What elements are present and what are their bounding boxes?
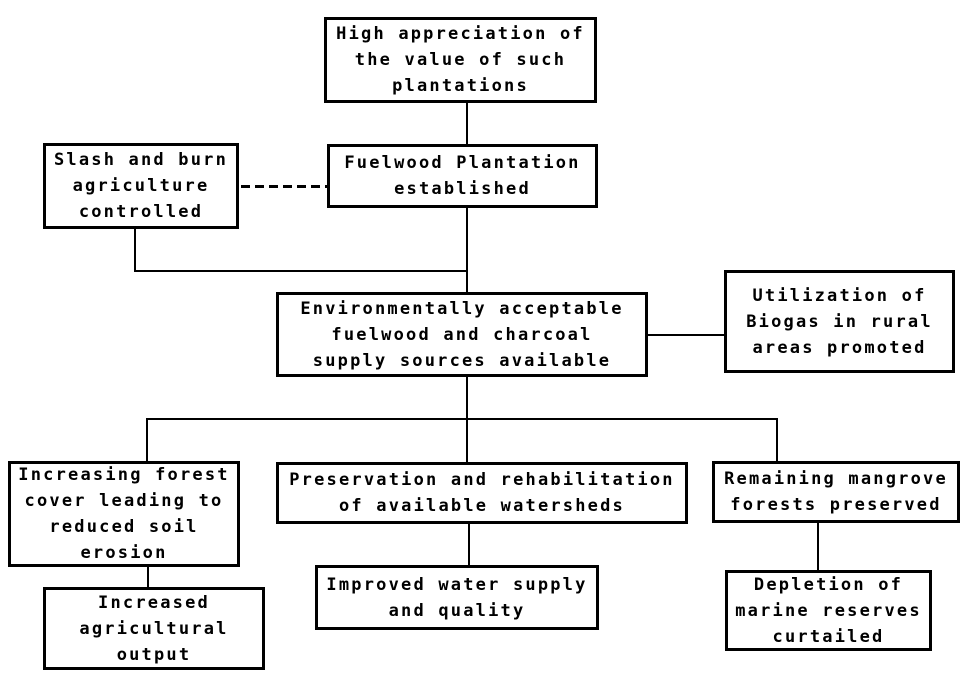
connector-mangrove-to-marine-reserves	[817, 523, 819, 570]
connector-env-supply-down	[466, 377, 468, 419]
connector-drop-to-forest-cover	[146, 418, 148, 461]
connector-distribution-horizontal	[146, 418, 778, 420]
node-high-appreciation: High appreciation of the value of such p…	[324, 17, 597, 103]
connector-drop-to-watersheds	[466, 418, 468, 462]
node-increasing-forest-cover: Increasing forest cover leading to reduc…	[8, 461, 240, 567]
connector-env-supply-to-biogas	[648, 334, 724, 336]
connector-slash-burn-to-fuelwood-dashed	[241, 185, 327, 188]
connector-slash-burn-horizontal	[134, 270, 468, 272]
node-env-acceptable-supply: Environmentally acceptable fuelwood and …	[276, 292, 648, 377]
node-marine-reserves-depletion: Depletion of marine reserves curtailed	[725, 570, 932, 651]
node-slash-burn-agriculture: Slash and burn agriculture controlled	[43, 143, 239, 229]
connector-drop-to-mangrove	[776, 418, 778, 461]
connector-fuelwood-to-env-supply	[466, 208, 468, 292]
connector-slash-burn-down	[134, 229, 136, 272]
connector-forest-cover-to-agri-output	[147, 567, 149, 587]
node-mangrove-forests: Remaining mangrove forests preserved	[712, 461, 960, 523]
connector-high-appreciation-to-fuelwood	[466, 103, 468, 145]
node-watershed-preservation: Preservation and rehabilitation of avail…	[276, 462, 688, 524]
node-improved-water-supply: Improved water supply and quality	[315, 565, 599, 630]
node-biogas-utilization: Utilization of Biogas in rural areas pro…	[724, 270, 955, 373]
node-increased-agricultural-output: Increased agricultural output	[43, 587, 265, 670]
connector-watersheds-to-water-supply	[468, 524, 470, 565]
node-fuelwood-plantation: Fuelwood Plantation established	[327, 144, 598, 208]
